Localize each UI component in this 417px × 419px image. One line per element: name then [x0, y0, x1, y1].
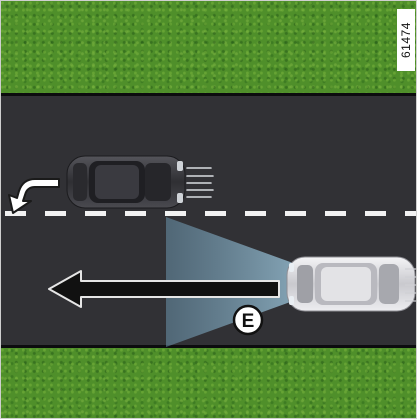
- dark-car: [67, 156, 185, 208]
- marker-label: E: [242, 311, 255, 332]
- lane-marking: [5, 211, 417, 216]
- marker-e: E: [234, 306, 262, 334]
- figure-code: 61474: [397, 9, 415, 71]
- curved-left-arrow-icon: [9, 179, 59, 213]
- headlight-rays: [187, 168, 213, 197]
- light-car: [287, 257, 415, 311]
